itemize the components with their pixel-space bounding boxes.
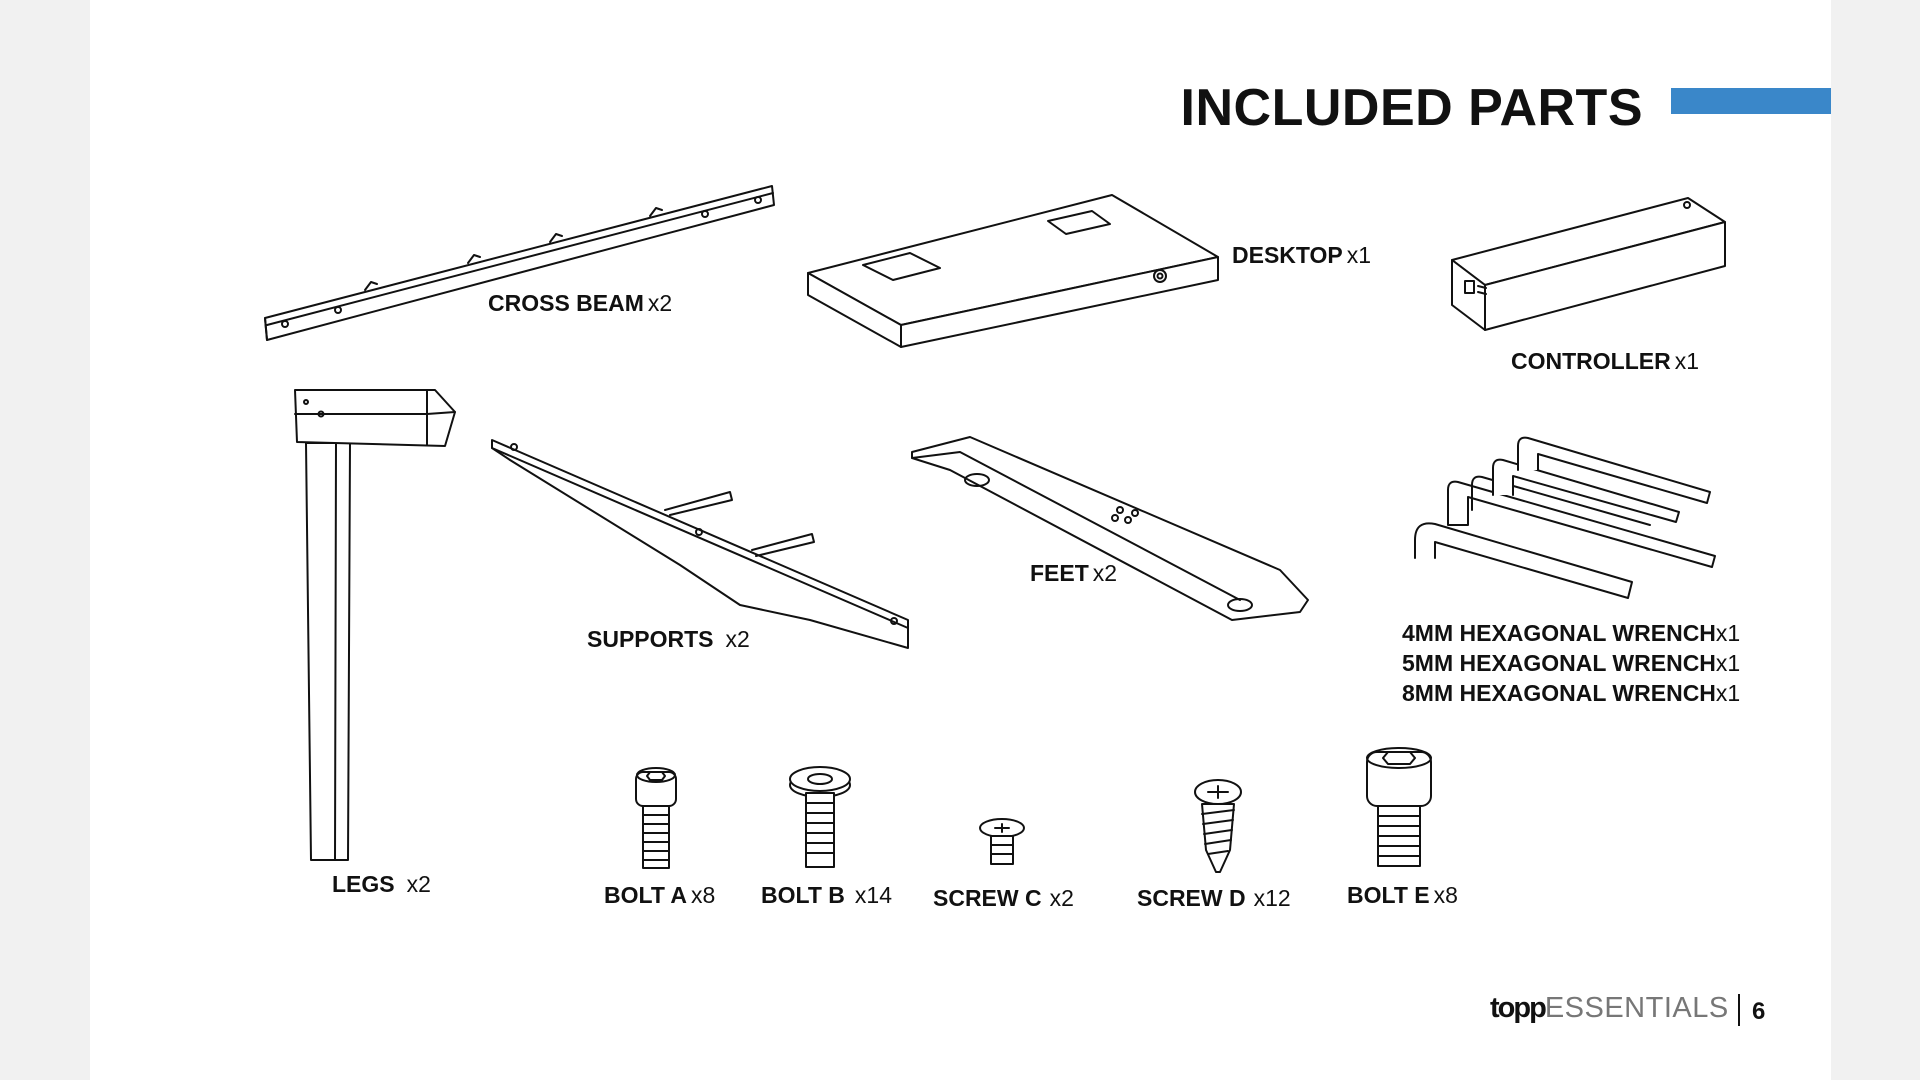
parts-illustration <box>264 185 1726 873</box>
wrench-4mm-label: 4MM HEXAGONAL WRENCHx1 <box>1402 620 1741 646</box>
leg-drawing <box>294 389 456 861</box>
page-title: INCLUDED PARTS <box>1180 79 1643 137</box>
bolt-e-drawing <box>1366 747 1432 867</box>
title-accent-bar <box>1671 88 1831 114</box>
hex-wrenches-drawing <box>1414 436 1716 599</box>
bolt-b-drawing <box>789 766 851 868</box>
manual-page: INCLUDED PARTS <box>90 0 1831 1080</box>
desktop-drawing <box>807 194 1219 348</box>
screw-d-drawing <box>1194 779 1242 873</box>
wrench-8mm-label: 8MM HEXAGONAL WRENCHx1 <box>1402 680 1741 706</box>
wrench-5mm-label: 5MM HEXAGONAL WRENCHx1 <box>1402 650 1741 676</box>
footer-divider <box>1738 994 1740 1026</box>
bolt-a-drawing <box>635 767 677 869</box>
controller-drawing <box>1451 197 1726 331</box>
page-number: 6 <box>1752 998 1766 1025</box>
support-drawing <box>491 439 909 649</box>
foot-drawing <box>911 436 1309 621</box>
screw-c-drawing <box>979 818 1025 865</box>
brand-logo: toppESSENTIALS <box>1490 992 1729 1024</box>
cross-beam-drawing <box>264 185 775 341</box>
